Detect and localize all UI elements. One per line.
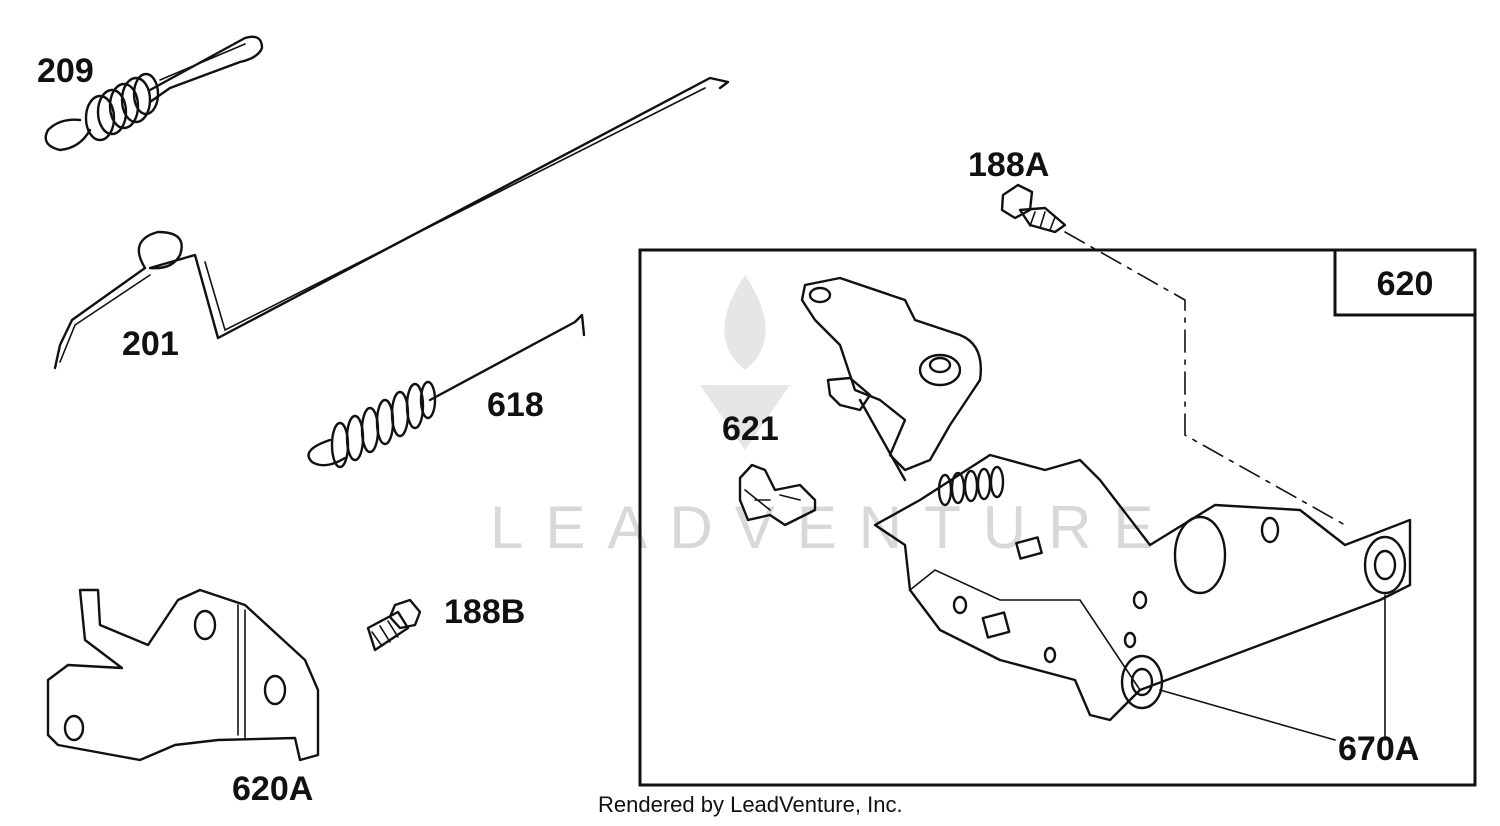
part-618-extension-spring[interactable] xyxy=(307,313,586,469)
watermark: LEADVENTURE xyxy=(490,275,1175,561)
assembly-label-box xyxy=(1333,248,1477,317)
label-620a: 620A xyxy=(232,770,313,808)
part-620a-bracket[interactable] xyxy=(46,588,320,762)
label-670a: 670A xyxy=(1338,730,1419,768)
part-209-spring-link[interactable] xyxy=(44,35,264,152)
part-201-link-rod[interactable] xyxy=(53,76,730,370)
part-620-control-bracket-assembly[interactable] xyxy=(800,276,1412,722)
label-201: 201 xyxy=(122,325,179,363)
label-209: 209 xyxy=(37,52,94,90)
label-188b: 188B xyxy=(444,593,525,631)
label-621: 621 xyxy=(722,410,779,448)
watermark-text: LEADVENTURE xyxy=(490,494,1175,561)
part-621-clip[interactable] xyxy=(738,463,817,527)
credit-text: Rendered by LeadVenture, Inc. xyxy=(598,792,903,817)
part-188b-screw[interactable] xyxy=(366,598,422,652)
leader-lines xyxy=(1064,231,1386,741)
assembly-box-620[interactable]: 620 xyxy=(638,248,1477,787)
label-618: 618 xyxy=(487,386,544,424)
part-188a-screw[interactable] xyxy=(1000,183,1067,234)
label-188a: 188A xyxy=(968,146,1049,184)
assembly-label-620: 620 xyxy=(1377,265,1434,303)
